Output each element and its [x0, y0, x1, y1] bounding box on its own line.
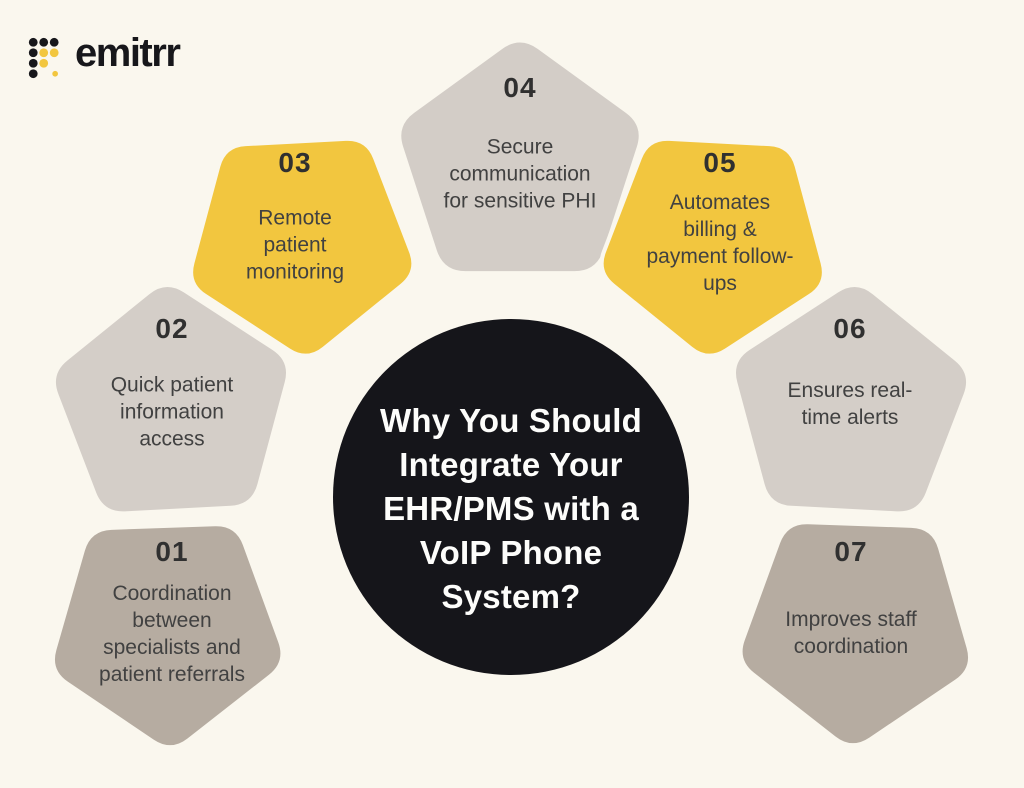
- pentagon-06-number: 06: [833, 313, 867, 344]
- center-circle: [333, 319, 689, 675]
- emitrr-logo: emitrr: [28, 31, 181, 79]
- center-title: Why You Should Integrate Your EHR/PMS wi…: [380, 402, 642, 615]
- pentagon-07-label: Improves staff coordination: [785, 608, 917, 658]
- pentagon-03-label: Remote patient monitoring: [245, 206, 345, 284]
- pentagon-07-number: 07: [834, 536, 868, 567]
- pentagon-05-label: Automates billing & payment follow- ups: [646, 191, 794, 295]
- logo-wordmark: emitrr: [75, 31, 181, 75]
- emitrr-dot-grid-icon: [28, 37, 59, 79]
- pentagon-05-number: 05: [703, 147, 737, 178]
- pentagon-02-number: 02: [155, 313, 189, 344]
- pentagon-01-label: Coordination between specialists and pat…: [99, 582, 245, 686]
- center-circle-shape: [333, 319, 689, 675]
- pentagon-04-label: Secure communication for sensitive PHI: [443, 135, 597, 213]
- pentagon-01-number: 01: [155, 536, 189, 567]
- pentagon-02-label: Quick patient information access: [110, 373, 234, 451]
- pentagon-06-label: Ensures real- time alerts: [787, 379, 913, 429]
- pentagon-03-number: 03: [278, 147, 312, 178]
- infographic-canvas: emitrr Why You Should Integrate Your EHR…: [28, 31, 969, 746]
- pentagon-04-number: 04: [503, 72, 537, 103]
